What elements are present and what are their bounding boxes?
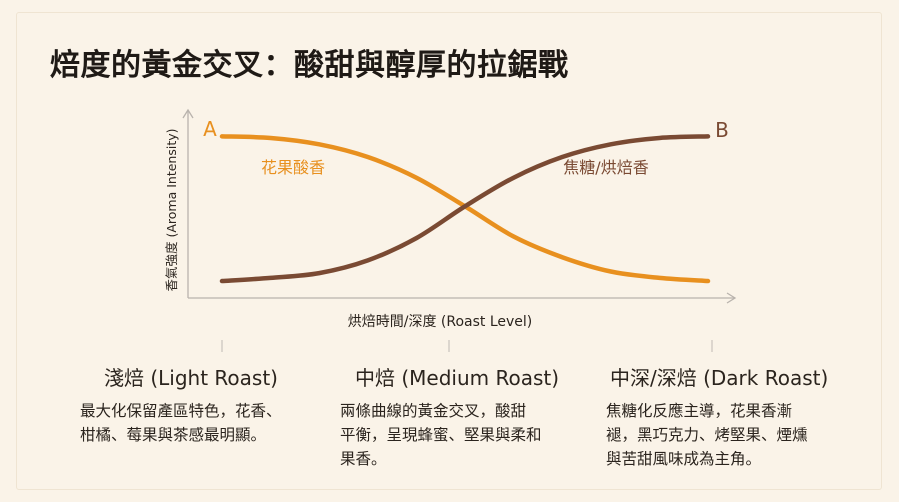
medium-roast-heading: 中焙 (Medium Roast): [355, 366, 560, 390]
light-roast-heading: 淺焙 (Light Roast): [104, 366, 278, 390]
dark-roast-description: 焦糖化反應主導，花果香漸 褪，黑巧克力、烤堅果、煙燻 與苦甜風味成為主角。: [606, 402, 808, 468]
series-a-name: 花果酸香: [261, 158, 325, 177]
card-frame: [16, 12, 882, 490]
light-roast-description: 最大化保留產區特色，花香、 柑橘、莓果與茶感最明顯。: [80, 402, 282, 444]
series-a-end-label: A: [203, 117, 217, 141]
x-tick-marks: [221, 340, 713, 352]
chart-labels: 烘焙時間/深度 (Roast Level) 香氣強度 (Aroma Intensi…: [164, 117, 729, 330]
series-b-end-label: B: [715, 118, 729, 142]
x-axis-arrow: [726, 292, 737, 304]
medium-roast-description: 兩條曲線的黃金交叉，酸甜 平衡，呈現蜂蜜、堅果與柔和 果香。: [340, 402, 542, 468]
chart-lines: [219, 134, 711, 284]
dark-roast-heading: 中深/深焙 (Dark Roast): [610, 366, 829, 390]
x-axis-label: 烘焙時間/深度 (Roast Level): [348, 314, 533, 330]
series-b-name: 焦糖/烘焙香: [563, 158, 648, 177]
y-axis-arrow: [182, 108, 194, 119]
page-title: 焙度的黃金交叉：酸甜與醇厚的拉鋸戰: [50, 48, 569, 83]
chart-axes: [182, 108, 737, 304]
y-axis-label: 香氣強度 (Aroma Intensity): [164, 128, 179, 291]
series-b-line: [219, 134, 711, 284]
